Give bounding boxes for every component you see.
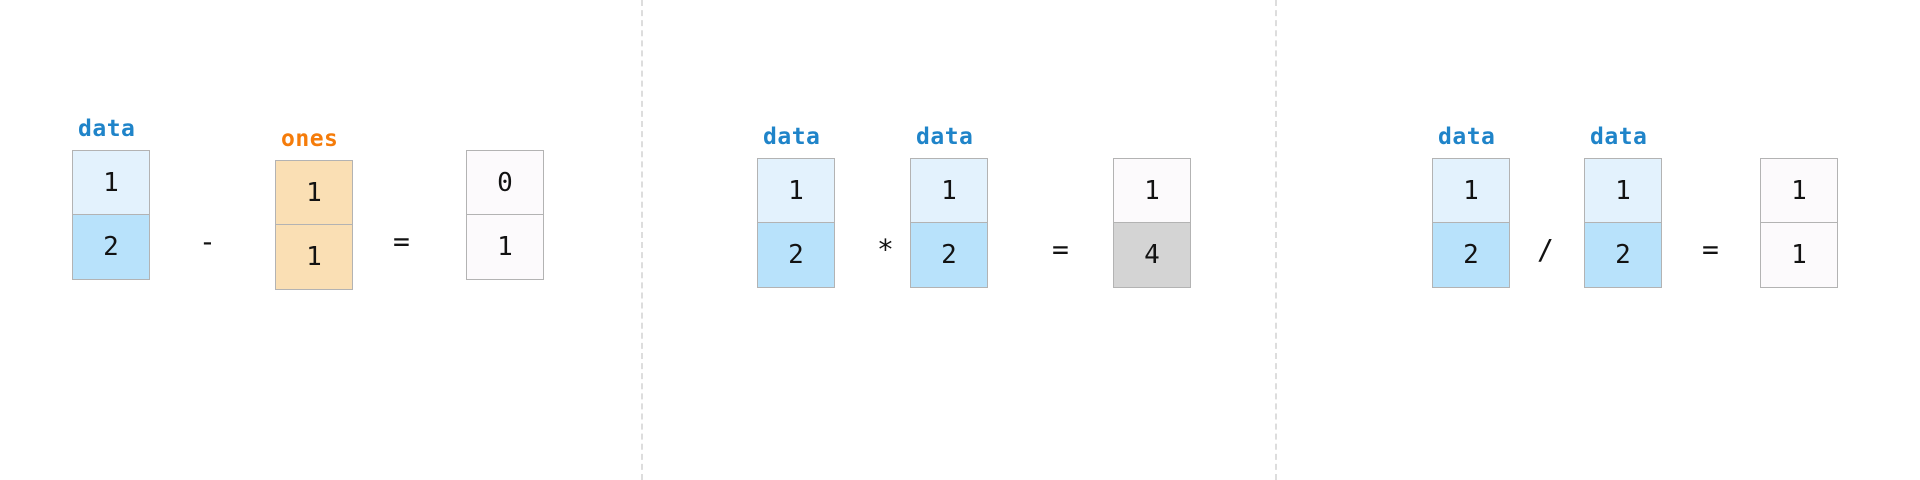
matrix-cell: 1 bbox=[276, 225, 352, 289]
panel-divider-1 bbox=[641, 0, 643, 480]
matrix-cell: 1 bbox=[1114, 159, 1190, 223]
matrix-cell: 1 bbox=[1433, 159, 1509, 223]
division-operator-symbol: / bbox=[1537, 233, 1554, 266]
matrix-cell: 1 bbox=[276, 161, 352, 225]
subtraction-operand-1-label: data bbox=[78, 116, 136, 142]
matrix-cell: 1 bbox=[1585, 159, 1661, 223]
matrix-cell: 1 bbox=[1761, 159, 1837, 223]
matrix-cell: 4 bbox=[1114, 223, 1190, 287]
multiplication-operator-symbol: * bbox=[877, 233, 894, 266]
matrix-cell: 2 bbox=[1585, 223, 1661, 287]
subtraction-operator-symbol: - bbox=[199, 225, 216, 258]
multiplication-operand-1-label: data bbox=[763, 124, 821, 150]
multiplication-equals-symbol: = bbox=[1052, 233, 1069, 266]
matrix-cell: 2 bbox=[73, 215, 149, 279]
matrix-cell: 1 bbox=[1761, 223, 1837, 287]
matrix-cell: 2 bbox=[911, 223, 987, 287]
division-equals-symbol: = bbox=[1702, 233, 1719, 266]
subtraction-equals-symbol: = bbox=[393, 225, 410, 258]
matrix-cell: 2 bbox=[1433, 223, 1509, 287]
division-operand-2-label: data bbox=[1590, 124, 1648, 150]
matrix-cell: 2 bbox=[758, 223, 834, 287]
matrix-cell: 1 bbox=[911, 159, 987, 223]
matrix-cell: 1 bbox=[467, 215, 543, 279]
matrix-cell: 1 bbox=[758, 159, 834, 223]
matrix-cell: 1 bbox=[73, 151, 149, 215]
multiplication-operand-2-label: data bbox=[916, 124, 974, 150]
division-operand-1-label: data bbox=[1438, 124, 1496, 150]
matrix-cell: 0 bbox=[467, 151, 543, 215]
panel-divider-2 bbox=[1275, 0, 1277, 480]
subtraction-operand-2-label: ones bbox=[281, 126, 339, 152]
